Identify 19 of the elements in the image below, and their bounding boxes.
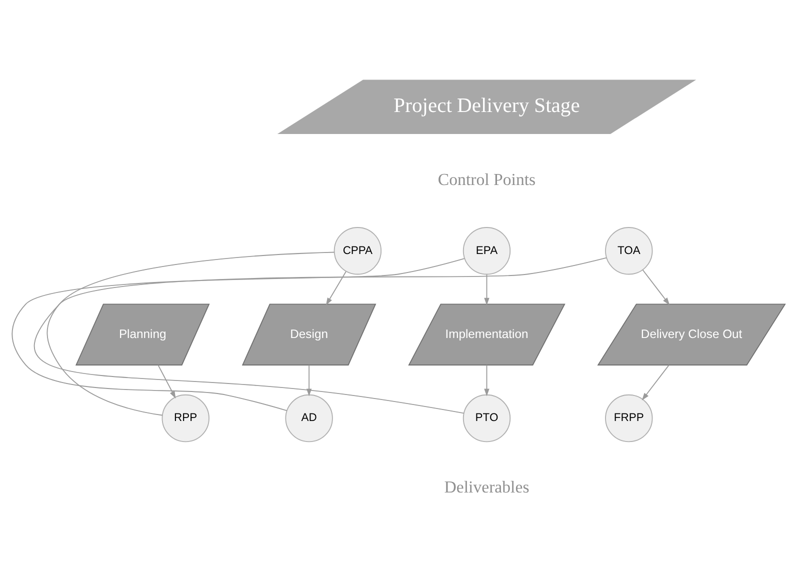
label: Deliverables [444,477,530,496]
connector [34,256,607,414]
arrow [326,270,346,305]
node-circle: CPPA [334,226,382,274]
node-circle: EPA [462,226,511,274]
node-circle: AD [285,394,333,442]
connector [12,258,465,411]
arrow [158,364,176,398]
arrow [306,364,312,396]
connector [46,251,335,416]
node-circle: RPP [162,394,210,442]
label: Control Points [438,169,536,188]
node-circle: FRPP [605,394,653,442]
arrow [484,364,490,396]
arrow [642,364,670,400]
node-circle: TOA [605,226,653,274]
arrow [484,274,490,305]
node-circle: PTO [462,394,511,442]
arrow [642,269,670,305]
